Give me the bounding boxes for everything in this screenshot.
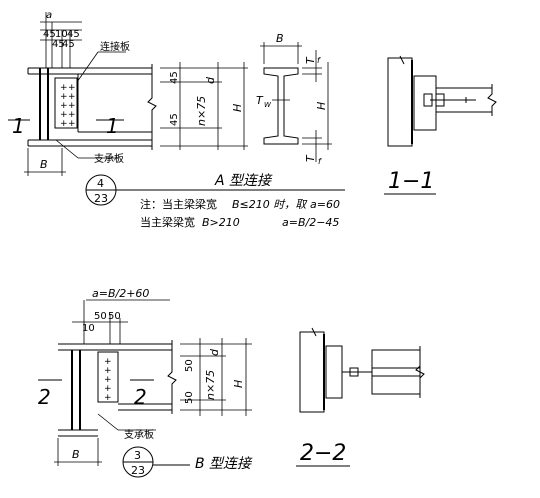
svg-text:+: + [60,110,68,120]
section-mark-2-right: 2 [134,385,147,409]
connection-plate-b [97,351,119,403]
svg-text:+: + [60,92,68,102]
dim-top-a: a 45 10 45 45 45 [40,10,82,68]
svg-text:+: + [104,393,112,403]
svg-text:+: + [68,101,76,111]
svg-text:f: f [318,157,322,166]
svg-text:n×75: n×75 [204,370,217,400]
section-mark-1-left: 1 [12,114,25,138]
label-seat-plate-a: 支承板 [94,152,124,165]
title-b: B 型连接 [195,456,253,472]
section-1-1: 1−1 [384,55,497,195]
svg-text:T: T [256,94,264,107]
detail-index-b: 3 23 [122,446,190,478]
svg-text:B>210: B>210 [202,216,240,229]
label-connection-plate-a: 连接板 [100,40,130,53]
column-a [27,67,62,147]
svg-text:B: B [72,448,80,461]
svg-text:50: 50 [184,391,195,404]
detail-b: + + + + + a=B/2+60 50 50 10 [38,287,253,478]
dim-right-a: 45 45 n×75 d H [160,62,248,150]
notes-a: 注：当主梁梁宽 B≤210 时，取 a=60 当主梁梁宽 B>210 a=B/2… [140,197,340,229]
dim-b-b: B [54,438,102,466]
svg-text:+: + [60,119,68,129]
svg-text:50: 50 [108,311,121,322]
svg-text:+: + [68,110,76,120]
dim-right-b: 50 50 n×75 d H [180,338,252,416]
svg-text:a=B/2+60: a=B/2+60 [92,287,149,300]
svg-text:当主梁梁宽: 当主梁梁宽 [140,215,195,229]
dim-45-b: 45 [67,29,80,40]
column-b [58,343,98,437]
dim-45-c: 45 [52,39,65,50]
svg-text:T: T [304,56,317,64]
detail-a: ++ ++ ++ ++ ++ a 45 10 4 [8,10,345,229]
dim-b-a: B [24,148,66,176]
label-seat-plate-b: 支承板 [124,428,154,441]
dim-top-b: a=B/2+60 50 50 10 [72,287,170,344]
title-a: A 型连接 [214,173,273,189]
dim-h-a: H [231,104,244,112]
svg-text:23: 23 [131,464,145,477]
dim-45-a: 45 [43,29,56,40]
dim-d-a: d [204,76,217,84]
svg-text:10: 10 [82,323,95,334]
svg-text:W: W [264,101,272,109]
section-2-2: 2−2 [296,327,425,467]
dim-45-bot-a: 45 [169,113,180,126]
svg-text:T: T [304,154,317,162]
svg-text:d: d [208,348,221,356]
svg-text:+: + [68,92,76,102]
svg-text:3: 3 [134,449,141,462]
svg-text:+: + [68,83,76,93]
bolt-group-b: + + + + + [104,357,112,403]
svg-text:4: 4 [97,177,104,190]
svg-text:B: B [40,158,48,171]
svg-text:B≤210 时，取: B≤210 时，取 [232,198,308,211]
svg-text:注：当主梁梁宽: 注：当主梁梁宽 [140,197,217,211]
svg-text:50: 50 [184,359,195,372]
svg-text:+: + [60,83,68,93]
svg-text:a=B/2−45: a=B/2−45 [282,216,339,229]
svg-text:H: H [315,102,328,110]
secondary-beam-a [62,64,157,150]
dim-10-a: 10 [55,29,68,40]
dim-45-d: 45 [62,39,75,50]
svg-text:+: + [60,101,68,111]
dim-a-label: a [46,10,52,21]
svg-text:f: f [317,56,321,65]
detail-index-a: 4 23 [85,174,345,206]
section-mark-1-right: 1 [106,114,119,138]
svg-text:+: + [104,375,112,385]
svg-text:+: + [68,119,76,129]
svg-text:+: + [104,384,112,394]
svg-text:+: + [104,357,112,367]
section-label-1-1: 1−1 [388,169,434,194]
svg-text:H: H [232,380,245,388]
dim-nx75-a: n×75 [195,96,208,126]
secondary-beam-b [98,340,177,414]
svg-text:23: 23 [94,192,108,205]
svg-text:+: + [104,366,112,376]
dim-45-top-a: 45 [169,71,180,84]
svg-text:a=60: a=60 [310,198,340,211]
bolt-group-a: ++ ++ ++ ++ ++ [60,83,76,129]
svg-text:50: 50 [94,311,107,322]
connection-plate-a [54,77,78,129]
section-label-2-2: 2−2 [300,441,346,466]
section-mark-2-left: 2 [38,385,51,409]
svg-text:B: B [276,32,284,45]
ibeam-section: B T f H T W T f [256,32,332,166]
